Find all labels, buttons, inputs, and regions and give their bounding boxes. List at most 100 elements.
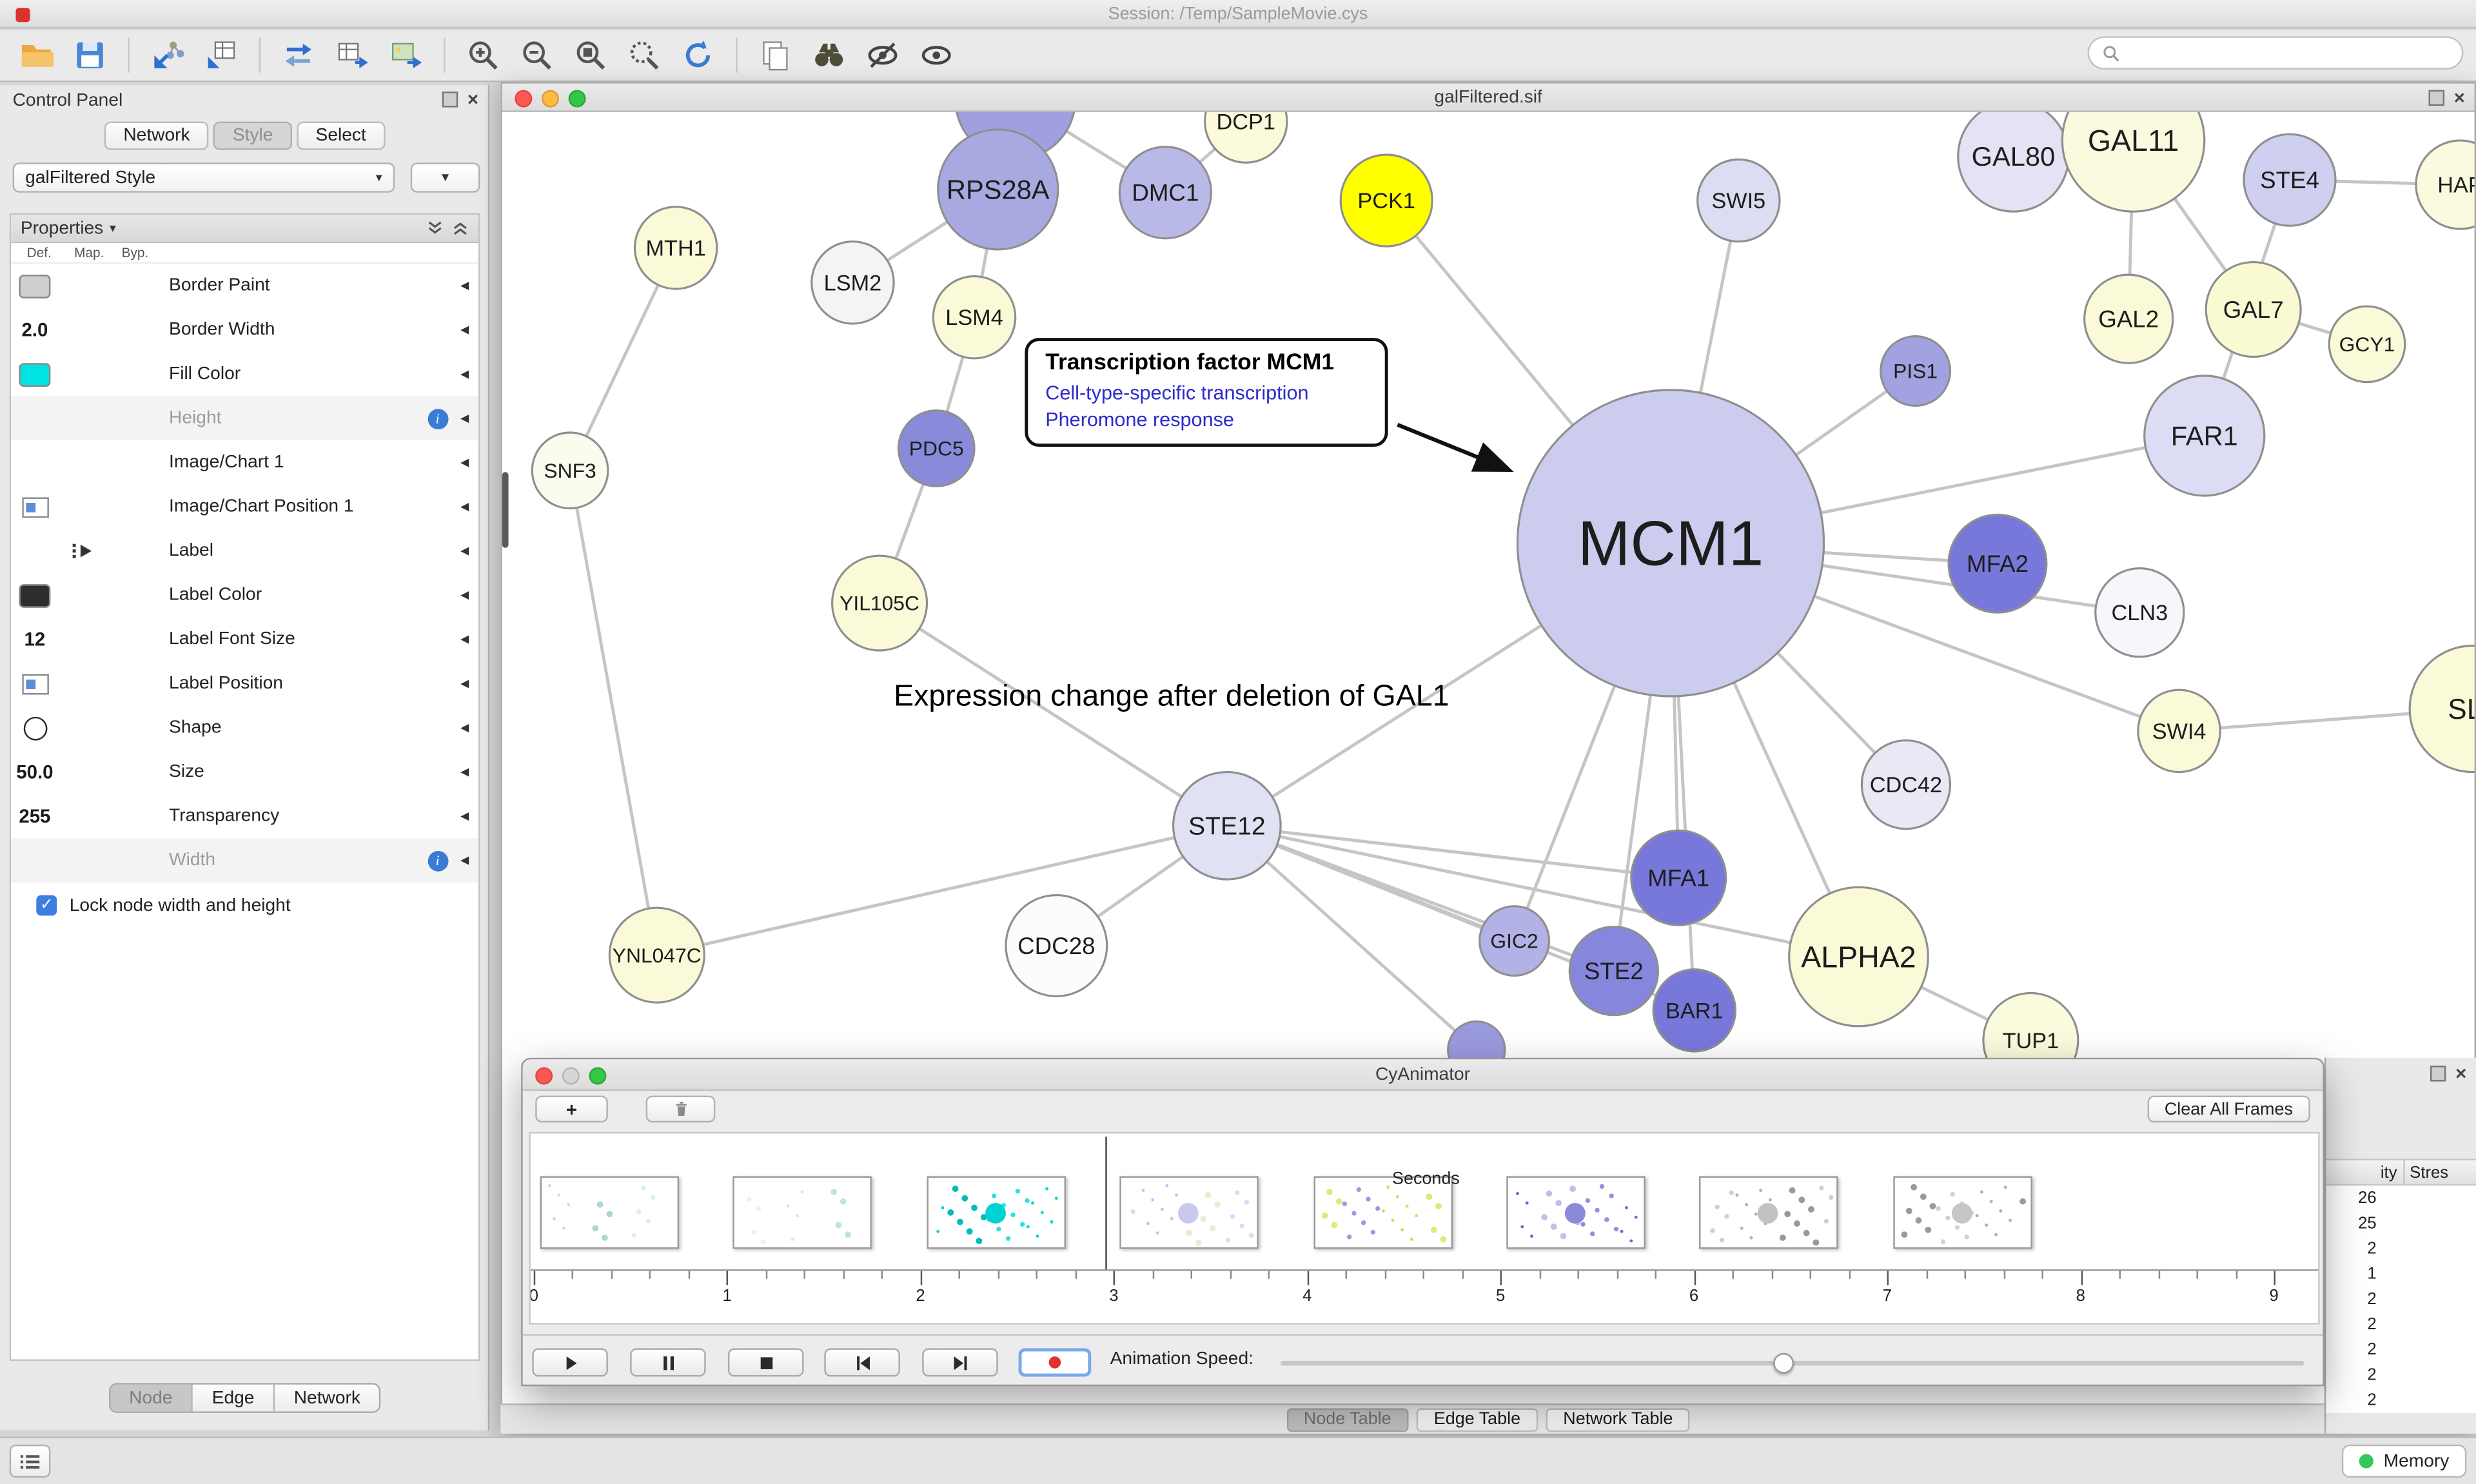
close-panel-icon[interactable]: ×	[2455, 1062, 2467, 1085]
zoom-selected-icon[interactable]	[624, 35, 665, 76]
node-swi5[interactable]: SWI5	[1696, 158, 1781, 243]
import-network-icon[interactable]	[147, 35, 188, 76]
show-graphics-details-icon[interactable]	[916, 35, 957, 76]
node-gal11[interactable]: GAL11	[2061, 112, 2206, 213]
node-far1[interactable]: FAR1	[2143, 375, 2266, 497]
node-dmc1[interactable]: DMC1	[1118, 146, 1212, 240]
expand-arrow-icon[interactable]: ◀	[460, 590, 469, 602]
stop-button[interactable]	[727, 1348, 804, 1377]
close-window-icon[interactable]	[515, 90, 533, 108]
close-window-icon[interactable]	[535, 1067, 553, 1085]
property-row-image-chart-position-1[interactable]: Image/Chart Position 1◀	[11, 484, 479, 529]
table-row[interactable]: 2	[2326, 1362, 2476, 1388]
node-gic2[interactable]: GIC2	[1479, 905, 1551, 977]
property-row-label[interactable]: Label◀	[11, 529, 479, 573]
node-ste12[interactable]: STE12	[1172, 770, 1282, 881]
expand-arrow-icon[interactable]: ◀	[460, 280, 469, 293]
node-gal80[interactable]: GAL80	[1957, 112, 2070, 213]
mapping-cell[interactable]	[59, 618, 106, 662]
zoom-window-icon[interactable]	[568, 90, 586, 108]
node-ste4[interactable]: STE4	[2243, 133, 2337, 227]
node-snf3[interactable]: SNF3	[531, 431, 609, 510]
node-rps28a[interactable]: RPS28A	[937, 128, 1059, 251]
expand-arrow-icon[interactable]: ◀	[460, 458, 469, 469]
bypass-cell[interactable]	[106, 838, 153, 883]
bypass-cell[interactable]	[106, 264, 153, 308]
expand-arrow-icon[interactable]: ◀	[460, 546, 469, 558]
frame-thumbnail-6[interactable]	[1700, 1176, 1839, 1249]
tab-network-table[interactable]: Network Table	[1546, 1407, 1691, 1432]
column-header[interactable]: Stres	[2410, 1163, 2449, 1183]
mapping-cell[interactable]	[59, 485, 106, 529]
node-mth1[interactable]: MTH1	[633, 206, 718, 290]
search-input[interactable]	[2128, 43, 2450, 63]
expand-arrow-icon[interactable]: ◀	[460, 767, 469, 779]
annotation-link[interactable]: Cell-type-specific transcription	[1045, 382, 1309, 404]
close-view-icon[interactable]: ×	[2453, 86, 2465, 109]
play-button[interactable]	[532, 1348, 608, 1377]
edge-alpha2-ste12[interactable]	[1226, 824, 1859, 959]
table-row[interactable]: 2	[2326, 1312, 2476, 1338]
panel-menu-button[interactable]	[9, 1444, 51, 1478]
default-cell[interactable]: 255	[11, 794, 58, 839]
default-cell[interactable]	[11, 352, 58, 396]
expand-arrow-icon[interactable]: ◀	[460, 502, 469, 513]
checkbox-checked-icon[interactable]: ✓	[36, 895, 57, 916]
default-cell[interactable]	[11, 396, 58, 441]
bypass-cell[interactable]	[106, 352, 153, 396]
mapping-cell[interactable]	[59, 352, 106, 396]
default-cell[interactable]	[11, 838, 58, 883]
node-lsm4[interactable]: LSM4	[932, 275, 1017, 360]
open-session-icon[interactable]	[15, 35, 57, 76]
node-cln3[interactable]: CLN3	[2094, 567, 2185, 658]
playhead[interactable]	[1106, 1137, 1108, 1269]
previous-frame-button[interactable]	[824, 1348, 900, 1377]
network-graph[interactable]: RPS28ADMC1DCP1PCK1SWI5GAL80GAL11STE4HAPM…	[502, 112, 2475, 1432]
results-table-header[interactable]: ity Stres	[2326, 1158, 2476, 1186]
column-header[interactable]: ity	[2326, 1160, 2405, 1184]
node-gal2[interactable]: GAL2	[2083, 273, 2174, 364]
export-image-icon[interactable]	[386, 35, 427, 76]
edge-ynl047c-ste12[interactable]	[656, 824, 1228, 957]
table-row[interactable]: 2	[2326, 1337, 2476, 1363]
mapping-cell[interactable]	[59, 838, 106, 883]
node-lsm2[interactable]: LSM2	[811, 240, 895, 325]
mapping-cell[interactable]	[59, 440, 106, 485]
node-ynl047c[interactable]: YNL047C	[608, 906, 705, 1004]
table-row[interactable]: 2	[2326, 1286, 2476, 1313]
tab-node-style[interactable]: Node	[110, 1384, 193, 1412]
canvas-scroll-indicator[interactable]	[502, 472, 509, 548]
bypass-cell[interactable]	[106, 750, 153, 794]
default-cell[interactable]	[11, 440, 58, 485]
mapping-cell[interactable]	[59, 308, 106, 353]
expand-arrow-icon[interactable]: ◀	[460, 723, 469, 734]
default-cell[interactable]	[11, 661, 58, 706]
property-row-image-chart-1[interactable]: Image/Chart 1◀	[11, 440, 479, 485]
hide-graphics-details-icon[interactable]	[862, 35, 903, 76]
mapping-cell[interactable]	[59, 661, 106, 706]
frame-thumbnail-3[interactable]	[1119, 1176, 1259, 1249]
bypass-cell[interactable]	[106, 308, 153, 353]
node-dcp1[interactable]: DCP1	[1203, 112, 1288, 164]
expand-arrow-icon[interactable]: ◀	[460, 369, 469, 381]
table-row[interactable]: 25	[2326, 1211, 2476, 1236]
lock-size-row[interactable]: ✓ Lock node width and height	[11, 883, 478, 916]
frame-thumbnail-2[interactable]	[927, 1176, 1066, 1249]
bypass-cell[interactable]	[106, 485, 153, 529]
delete-frame-button[interactable]	[645, 1095, 716, 1123]
style-options-button[interactable]: ▾	[410, 162, 480, 193]
properties-header[interactable]: Properties ▾	[11, 215, 479, 244]
property-row-label-color[interactable]: Label Color◀	[11, 572, 479, 618]
bypass-cell[interactable]	[106, 396, 153, 441]
property-row-shape[interactable]: Shape◀	[11, 705, 479, 750]
default-cell[interactable]	[11, 573, 58, 618]
search-box[interactable]	[2087, 36, 2464, 70]
tab-node-table[interactable]: Node Table	[1286, 1407, 1409, 1432]
node-cdc42[interactable]: CDC42	[1860, 739, 1952, 830]
frame-thumbnail-7[interactable]	[1892, 1176, 2032, 1249]
